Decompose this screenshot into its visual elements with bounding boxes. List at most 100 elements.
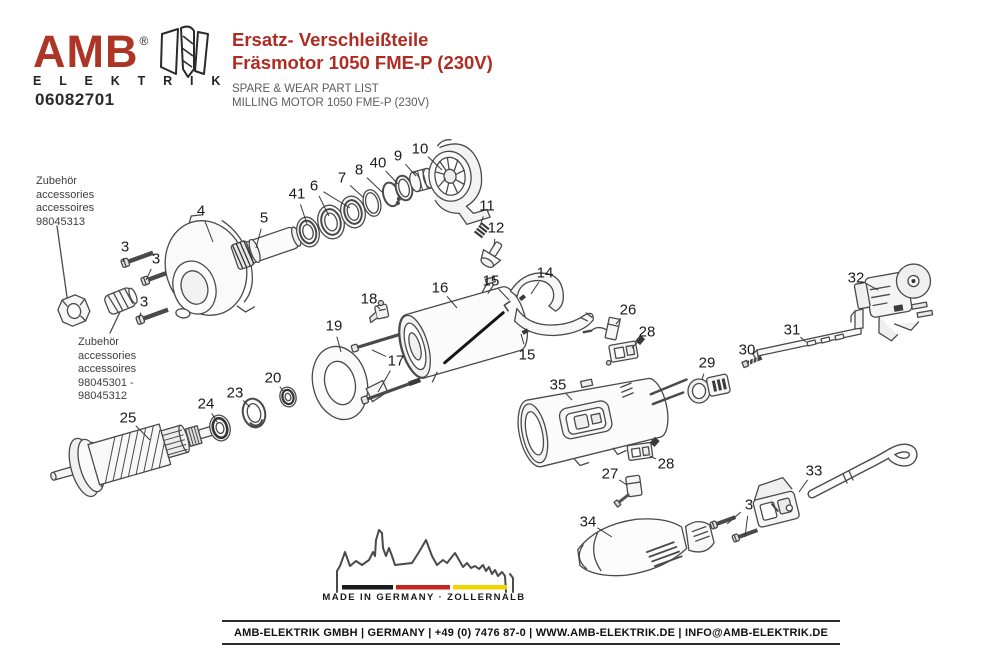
leader-line [744,515,749,538]
part-bearing [279,386,297,408]
part-number-label: 5 [260,210,268,227]
part-number-label: 3 [745,497,753,514]
part-number-label: 41 [289,186,306,203]
part-number-label: 7 [338,170,346,187]
registered-mark: ® [139,34,150,48]
flag-bar-red [396,585,450,590]
part-stator [398,276,529,383]
leader-line [597,527,613,538]
part-brush-holder [626,436,660,461]
part-bearing [340,195,366,229]
page-subtitle: SPARE & WEAR PART LIST MILLING MOTOR 105… [232,82,429,110]
part-number-label: 6 [310,178,318,195]
part-screw [741,355,763,369]
leader-line [631,339,640,349]
part-brush-holder [605,334,646,366]
leader-line [366,177,383,193]
part-lock-button [480,241,503,269]
part-brush-cover [613,474,643,508]
part-collet [104,287,138,315]
part-long-screw [360,377,422,405]
leader-line [279,386,285,393]
subtitle-line-2: MILLING MOTOR 1050 FME-P (230V) [232,97,430,109]
part-number-label: 34 [580,514,597,531]
leader-line [376,306,381,310]
leader-line [800,336,807,343]
part-washer [362,189,382,217]
flag-bar-yellow [453,585,507,590]
leader-line [798,479,809,493]
leader-line [349,185,365,199]
part-number-label: 9 [394,148,402,165]
part-number-label: 28 [639,324,656,341]
logo-brand-text: AMB® [33,26,150,77]
leader-line [204,221,214,243]
part-number-label: 3 [140,294,148,311]
part-number-label: 15 [519,347,536,364]
amb-logo: AMB® E L E K T R I K [33,18,228,89]
leader-line [336,336,342,353]
part-bearing-head [164,214,256,319]
footer-contact-bar: AMB-ELEKTRIK GMBH | GERMANY | +49 (0) 74… [222,620,840,645]
leader-line [404,163,417,177]
badge-text: MADE IN GERMANY · ZOLLERNALB [322,592,525,603]
page-title: Ersatz- Verschleißteile Fräsmotor 1050 F… [232,28,493,74]
flag-bar-black [342,585,393,590]
title-line-2: Fräsmotor 1050 FME-P (230V) [232,52,493,73]
part-bearing [209,414,231,442]
leader-line [211,413,218,423]
part-number-label: 24 [198,396,215,413]
made-in-germany-badge [336,529,514,593]
part-number-label: 40 [370,155,387,172]
part-switch [853,263,934,342]
part-fan [428,139,491,226]
part-number-label: 32 [848,270,865,287]
leader-line [135,425,151,441]
leader-line [318,195,330,217]
part-armature [50,423,220,498]
part-number-label: 3 [121,239,129,256]
skyline-outline [336,529,507,593]
part-number-label: 4 [197,203,205,220]
leader-line [427,156,443,171]
leader-line [446,296,458,309]
leader-line [255,228,262,249]
milling-cutter-icon [160,25,209,78]
leader-line [615,318,622,325]
part-number-label: 23 [227,385,244,402]
part-number-label: 20 [265,370,282,387]
part-number-label: 11 [479,198,495,215]
part-lever-bar [752,308,864,360]
part-bearing [296,216,320,248]
part-number-label: 31 [784,322,801,339]
part-collet-nut [57,294,91,327]
annotation-leader-line [109,311,121,334]
leader-line [479,216,484,227]
part-number-label: 18 [361,291,378,308]
leader-line [565,392,573,401]
part-number-label: 33 [806,463,823,480]
leader-line [520,333,525,345]
title-line-1: Ersatz- Verschleißteile [232,29,429,50]
annotation-leader-line [56,225,68,298]
leader-line [649,455,657,460]
leader-line [300,204,308,225]
leader-line [726,511,742,525]
part-motor-housing [517,377,688,468]
leader-line [530,281,540,295]
part-cover-disc [311,345,389,421]
leader-line [865,282,879,291]
part-number-label: 27 [602,466,619,483]
part-ring [394,174,414,202]
part-number-label: 35 [550,377,567,394]
part-number-label: 25 [120,410,137,427]
leader-line [377,370,391,393]
leader-line [618,479,628,486]
part-spring [473,222,490,239]
part-number-label: 12 [488,220,505,237]
part-speed-dial [687,373,731,404]
